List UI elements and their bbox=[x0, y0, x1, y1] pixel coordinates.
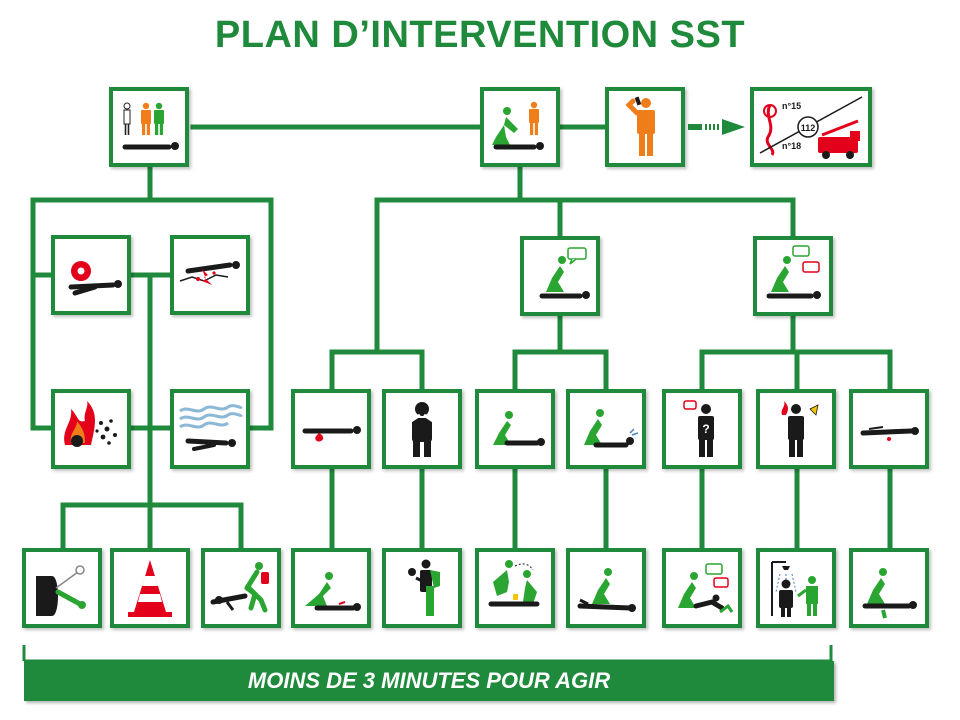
page-title: PLAN D’INTERVENTION SST bbox=[214, 14, 746, 56]
victim-no-response-card[interactable] bbox=[753, 236, 833, 316]
time-banner-label: MOINS DE 3 MINUTES POUR AGIR bbox=[247, 668, 611, 693]
immobilize-card[interactable] bbox=[849, 548, 929, 628]
hazard-fire-card[interactable] bbox=[51, 389, 131, 469]
pompiers-number: n°18 bbox=[782, 141, 801, 151]
samu-number: n°15 bbox=[782, 101, 801, 111]
time-banner: MOINS DE 3 MINUTES POUR AGIR bbox=[24, 661, 834, 701]
alert-phone-card[interactable] bbox=[605, 87, 685, 167]
hazard-electric-card[interactable] bbox=[170, 235, 250, 315]
trauma-card[interactable] bbox=[849, 389, 929, 469]
europe-number: 112 bbox=[801, 123, 816, 133]
protect-witness-card[interactable] bbox=[109, 87, 189, 167]
signal-cone-card[interactable] bbox=[110, 548, 190, 628]
svg-text:?: ? bbox=[702, 422, 709, 436]
burn-cooling-card[interactable] bbox=[756, 548, 836, 628]
unconscious-breathing-card[interactable] bbox=[475, 389, 555, 469]
emergency-extract-card[interactable] bbox=[201, 548, 281, 628]
hazard-crush-card[interactable] bbox=[51, 235, 131, 315]
power-cut-card[interactable] bbox=[22, 548, 102, 628]
hazard-gas-card[interactable] bbox=[170, 389, 250, 469]
examine-victim-card[interactable] bbox=[480, 87, 560, 167]
recovery-position-card[interactable] bbox=[475, 548, 555, 628]
malaise-card[interactable]: ? bbox=[662, 389, 742, 469]
cpr-card[interactable] bbox=[566, 548, 646, 628]
alert-arrow bbox=[688, 119, 745, 135]
emergency-numbers-card[interactable]: n°15 n°18 112 bbox=[750, 87, 872, 167]
bleeding-card[interactable] bbox=[291, 389, 371, 469]
burn-card[interactable] bbox=[756, 389, 836, 469]
back-blows-card[interactable] bbox=[382, 548, 462, 628]
compression-bleeding-card[interactable] bbox=[291, 548, 371, 628]
choking-card[interactable] bbox=[382, 389, 462, 469]
victim-responds-card[interactable] bbox=[520, 236, 600, 316]
not-breathing-card[interactable] bbox=[566, 389, 646, 469]
comfort-position-card[interactable] bbox=[662, 548, 742, 628]
